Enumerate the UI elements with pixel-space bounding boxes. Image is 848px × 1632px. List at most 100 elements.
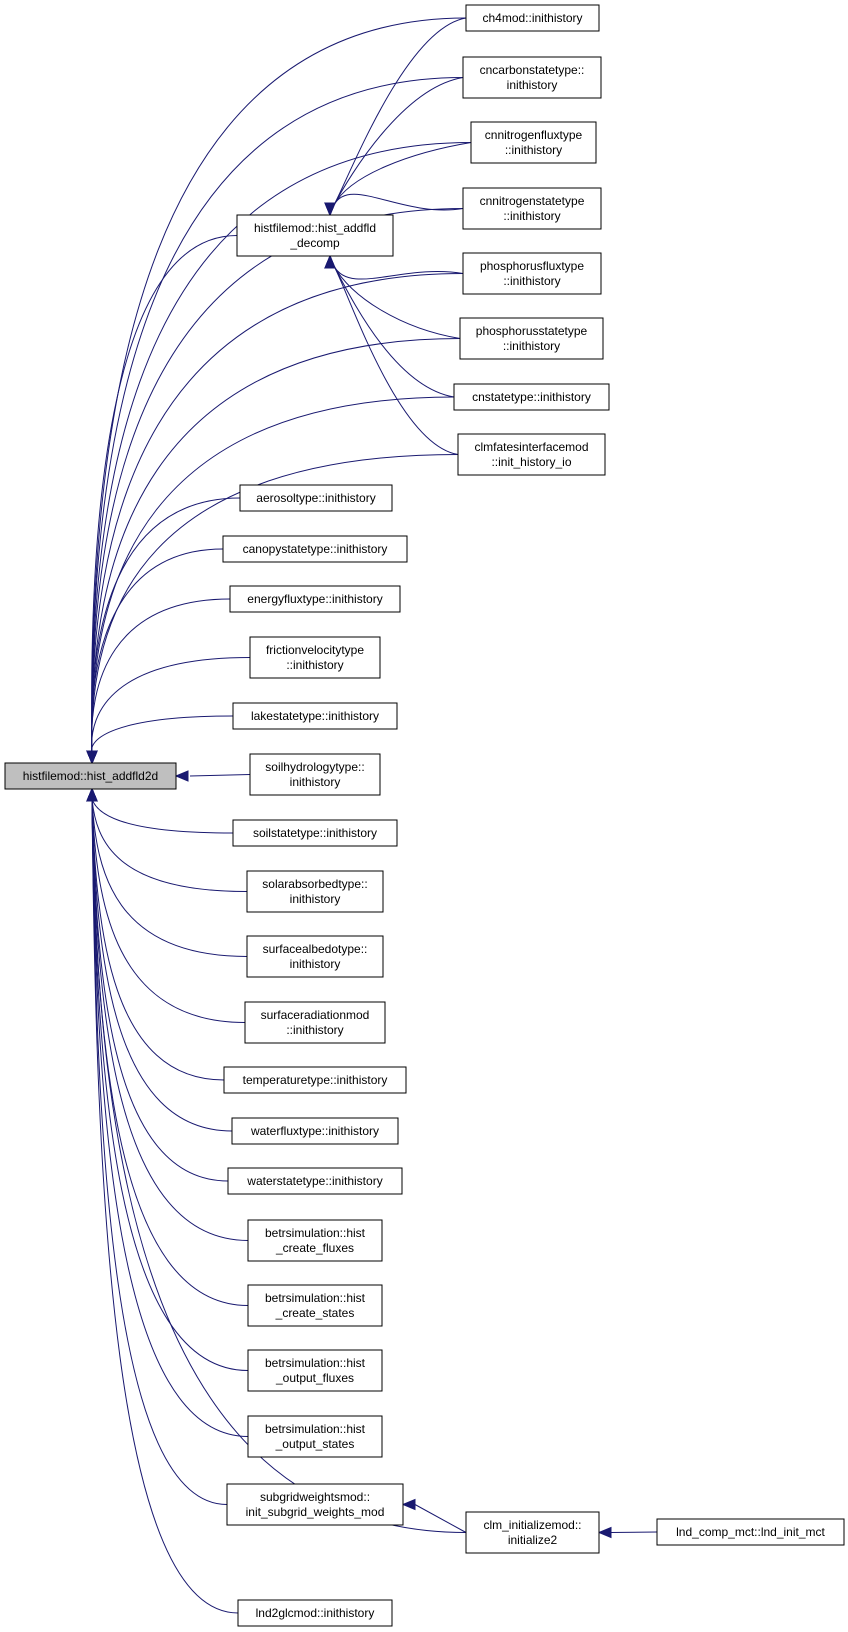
node-label: phosphorusstatetype [476,324,588,338]
edge-albedo-to-root [91,798,248,957]
node-box [231,1117,399,1145]
node-label: temperaturetype::inithistory [243,1073,388,1087]
node-box [470,121,597,164]
edge-temp-to-root [91,798,225,1081]
nodes-layer: histfilemod::hist_addfld2d histfilemod::h… [4,4,845,1627]
node-label: _output_fluxes [275,1371,354,1385]
node-label: surfaceradiationmod [261,1008,370,1022]
node-cnnitroflux[interactable]: cnnitrogenfluxtype::inithistory [470,121,597,164]
edge-betrcf-to-root [91,798,249,1241]
node-soilhydro[interactable]: soilhydrologytype::inithistory [249,753,381,796]
node-box [229,585,401,613]
node-betros[interactable]: betrsimulation::hist_output_states [247,1415,383,1458]
node-phosstate[interactable]: phosphorusstatetype::inithistory [459,317,604,360]
node-label: ::inithistory [503,339,560,353]
node-label: lnd2glcmod::inithistory [256,1606,375,1620]
node-box [247,1219,383,1262]
node-aerosol[interactable]: aerosoltype::inithistory [239,484,393,512]
node-label: phosphorusfluxtype [480,259,584,273]
node-box [249,636,381,679]
node-box [457,433,606,476]
node-label: inithistory [290,775,341,789]
arrow-head-icon [86,787,98,802]
edge-lnd2glc-to-root [91,798,239,1614]
node-lnd2glc[interactable]: lnd2glcmod::inithistory [237,1599,393,1627]
edge-aerosol-to-root [91,497,241,754]
node-cnstate[interactable]: cnstatetype::inithistory [453,383,610,411]
node-label: surfacealbedotype:: [263,942,368,956]
edge-lndinit-to-clminit2 [610,1531,658,1533]
node-box [4,762,177,790]
node-label: lakestatetype::inithistory [251,709,379,723]
edge-clmfates-to-decomp [333,265,459,455]
node-albedo[interactable]: surfacealbedotype::inithistory [246,935,384,978]
node-energy[interactable]: energyfluxtype::inithistory [229,585,401,613]
node-box [237,1599,393,1627]
node-box [232,702,398,730]
arrow-head-icon [324,254,336,269]
node-label: ::inithistory [503,209,560,223]
edge-phosflux-to-root [91,273,464,754]
node-label: inithistory [290,892,341,906]
node-label: waterfluxtype::inithistory [250,1124,379,1138]
node-label: ::inithistory [286,1023,343,1037]
node-label: betrsimulation::hist [265,1422,366,1436]
edge-clminit2-to-subgrid [414,1504,467,1533]
edge-waterflux-to-root [91,798,233,1132]
node-clminit2[interactable]: clm_initializemod::initialize2 [465,1511,600,1554]
node-waterflux[interactable]: waterfluxtype::inithistory [231,1117,399,1145]
node-clmfates[interactable]: clmfatesinterfacemod::init_history_io [457,433,606,476]
node-label: initialize2 [508,1533,558,1547]
node-canopy[interactable]: canopystatetype::inithistory [222,535,408,563]
node-cncarbon[interactable]: cncarbonstatetype::inithistory [462,56,602,99]
node-surfrad[interactable]: surfaceradiationmod::inithistory [244,1001,386,1044]
node-box [239,484,393,512]
node-box [246,870,384,913]
edge-waterstate-to-root [91,798,229,1182]
node-lake[interactable]: lakestatetype::inithistory [232,702,398,730]
node-subgrid[interactable]: subgridweightsmod::init_subgrid_weights_… [226,1483,404,1526]
edges-layer [86,17,658,1614]
edge-ch4-to-decomp [333,17,467,206]
edge-cnnitroflux-to-decomp [333,142,472,206]
node-friction[interactable]: frictionvelocitytype::inithistory [249,636,381,679]
node-temp[interactable]: temperaturetype::inithistory [223,1066,407,1094]
node-betrcf[interactable]: betrsimulation::hist_create_fluxes [247,1219,383,1262]
node-box [465,4,600,32]
arrow-head-icon [597,1526,612,1539]
node-cnnitrostate[interactable]: cnnitrogenstatetype::inithistory [462,187,602,230]
node-phosflux[interactable]: phosphorusfluxtype::inithistory [462,252,602,295]
node-label: cnnitrogenstatetype [480,194,585,208]
node-soilstate[interactable]: soilstatetype::inithistory [232,819,398,847]
edge-cncarbon-to-root [91,77,464,754]
node-label: _decomp [289,236,340,250]
node-label: ::inithistory [503,274,560,288]
node-label: betrsimulation::hist [265,1356,366,1370]
node-label: frictionvelocitytype [266,643,364,657]
node-label: aerosoltype::inithistory [256,491,375,505]
node-label: betrsimulation::hist [265,1291,366,1305]
node-betrcs[interactable]: betrsimulation::hist_create_states [247,1284,383,1327]
edge-ch4-to-root [91,17,467,754]
node-root[interactable]: histfilemod::hist_addfld2d [4,762,177,790]
arrow-head-icon [401,1498,416,1511]
node-betrof[interactable]: betrsimulation::hist_output_fluxes [247,1349,383,1392]
edge-betrcs-to-root [91,798,249,1306]
node-decomp[interactable]: histfilemod::hist_addfld_decomp [236,214,394,257]
node-ch4[interactable]: ch4mod::inithistory [465,4,600,32]
node-box [246,935,384,978]
edge-cnstate-to-root [91,396,455,754]
node-label: ::inithistory [505,143,562,157]
node-label: init_subgrid_weights_mod [246,1505,385,1519]
node-solar[interactable]: solarabsorbedtype::inithistory [246,870,384,913]
edge-friction-to-root [91,657,251,754]
node-label: ::inithistory [286,658,343,672]
node-label: subgridweightsmod:: [260,1490,370,1504]
node-waterstate[interactable]: waterstatetype::inithistory [227,1167,403,1195]
edge-cnstate-to-decomp [333,265,455,398]
node-box [236,214,394,257]
node-label: solarabsorbedtype:: [262,877,367,891]
edge-phosflux-to-decomp [333,265,464,280]
node-lndinit[interactable]: lnd_comp_mct::lnd_init_mct [656,1518,845,1546]
node-box [244,1001,386,1044]
